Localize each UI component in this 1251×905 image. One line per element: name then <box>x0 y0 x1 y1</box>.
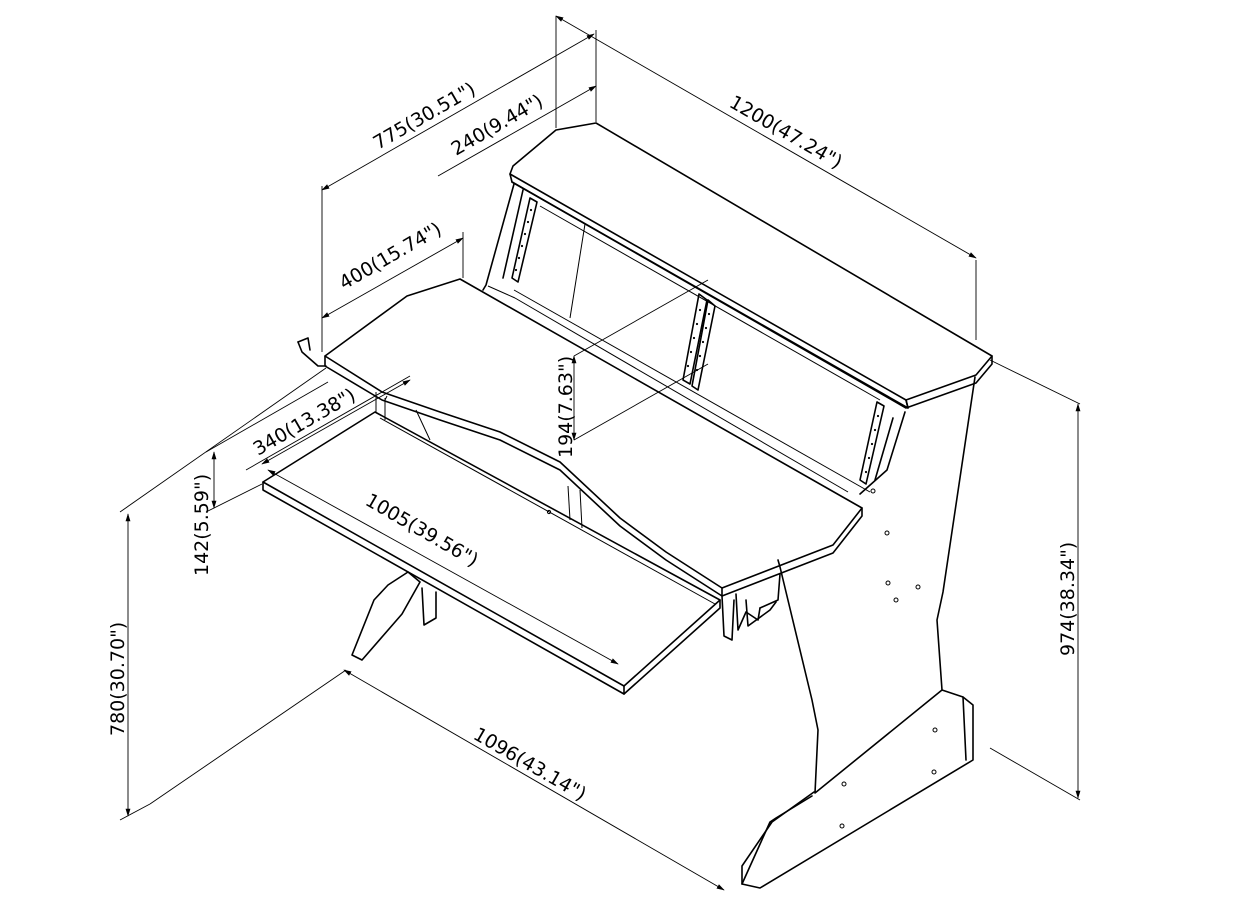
headphone-hanger <box>297 337 781 641</box>
main-desktop <box>324 278 863 597</box>
right-side-panel <box>741 376 976 889</box>
dim-overall-width: 1200(47.24") <box>726 91 846 173</box>
dim-keyboard-tray-width: 1005(39.56") <box>362 489 482 571</box>
dim-base-width: 1096(43.14") <box>470 723 590 805</box>
dimension-lines <box>119 15 1081 891</box>
top-shelf <box>509 122 993 409</box>
dim-desk-depth: 400(15.74") <box>336 218 446 294</box>
left-leg <box>351 571 437 661</box>
dim-shelf-clearance: 194(7.63") <box>555 356 577 458</box>
upper-frame <box>482 183 906 495</box>
dim-keyboard-tray-height: 142(5.59") <box>191 474 213 576</box>
panel-holes <box>546 488 938 829</box>
dim-desk-height: 780(30.70") <box>107 622 129 736</box>
dim-overall-height: 974(38.34") <box>1057 542 1079 656</box>
